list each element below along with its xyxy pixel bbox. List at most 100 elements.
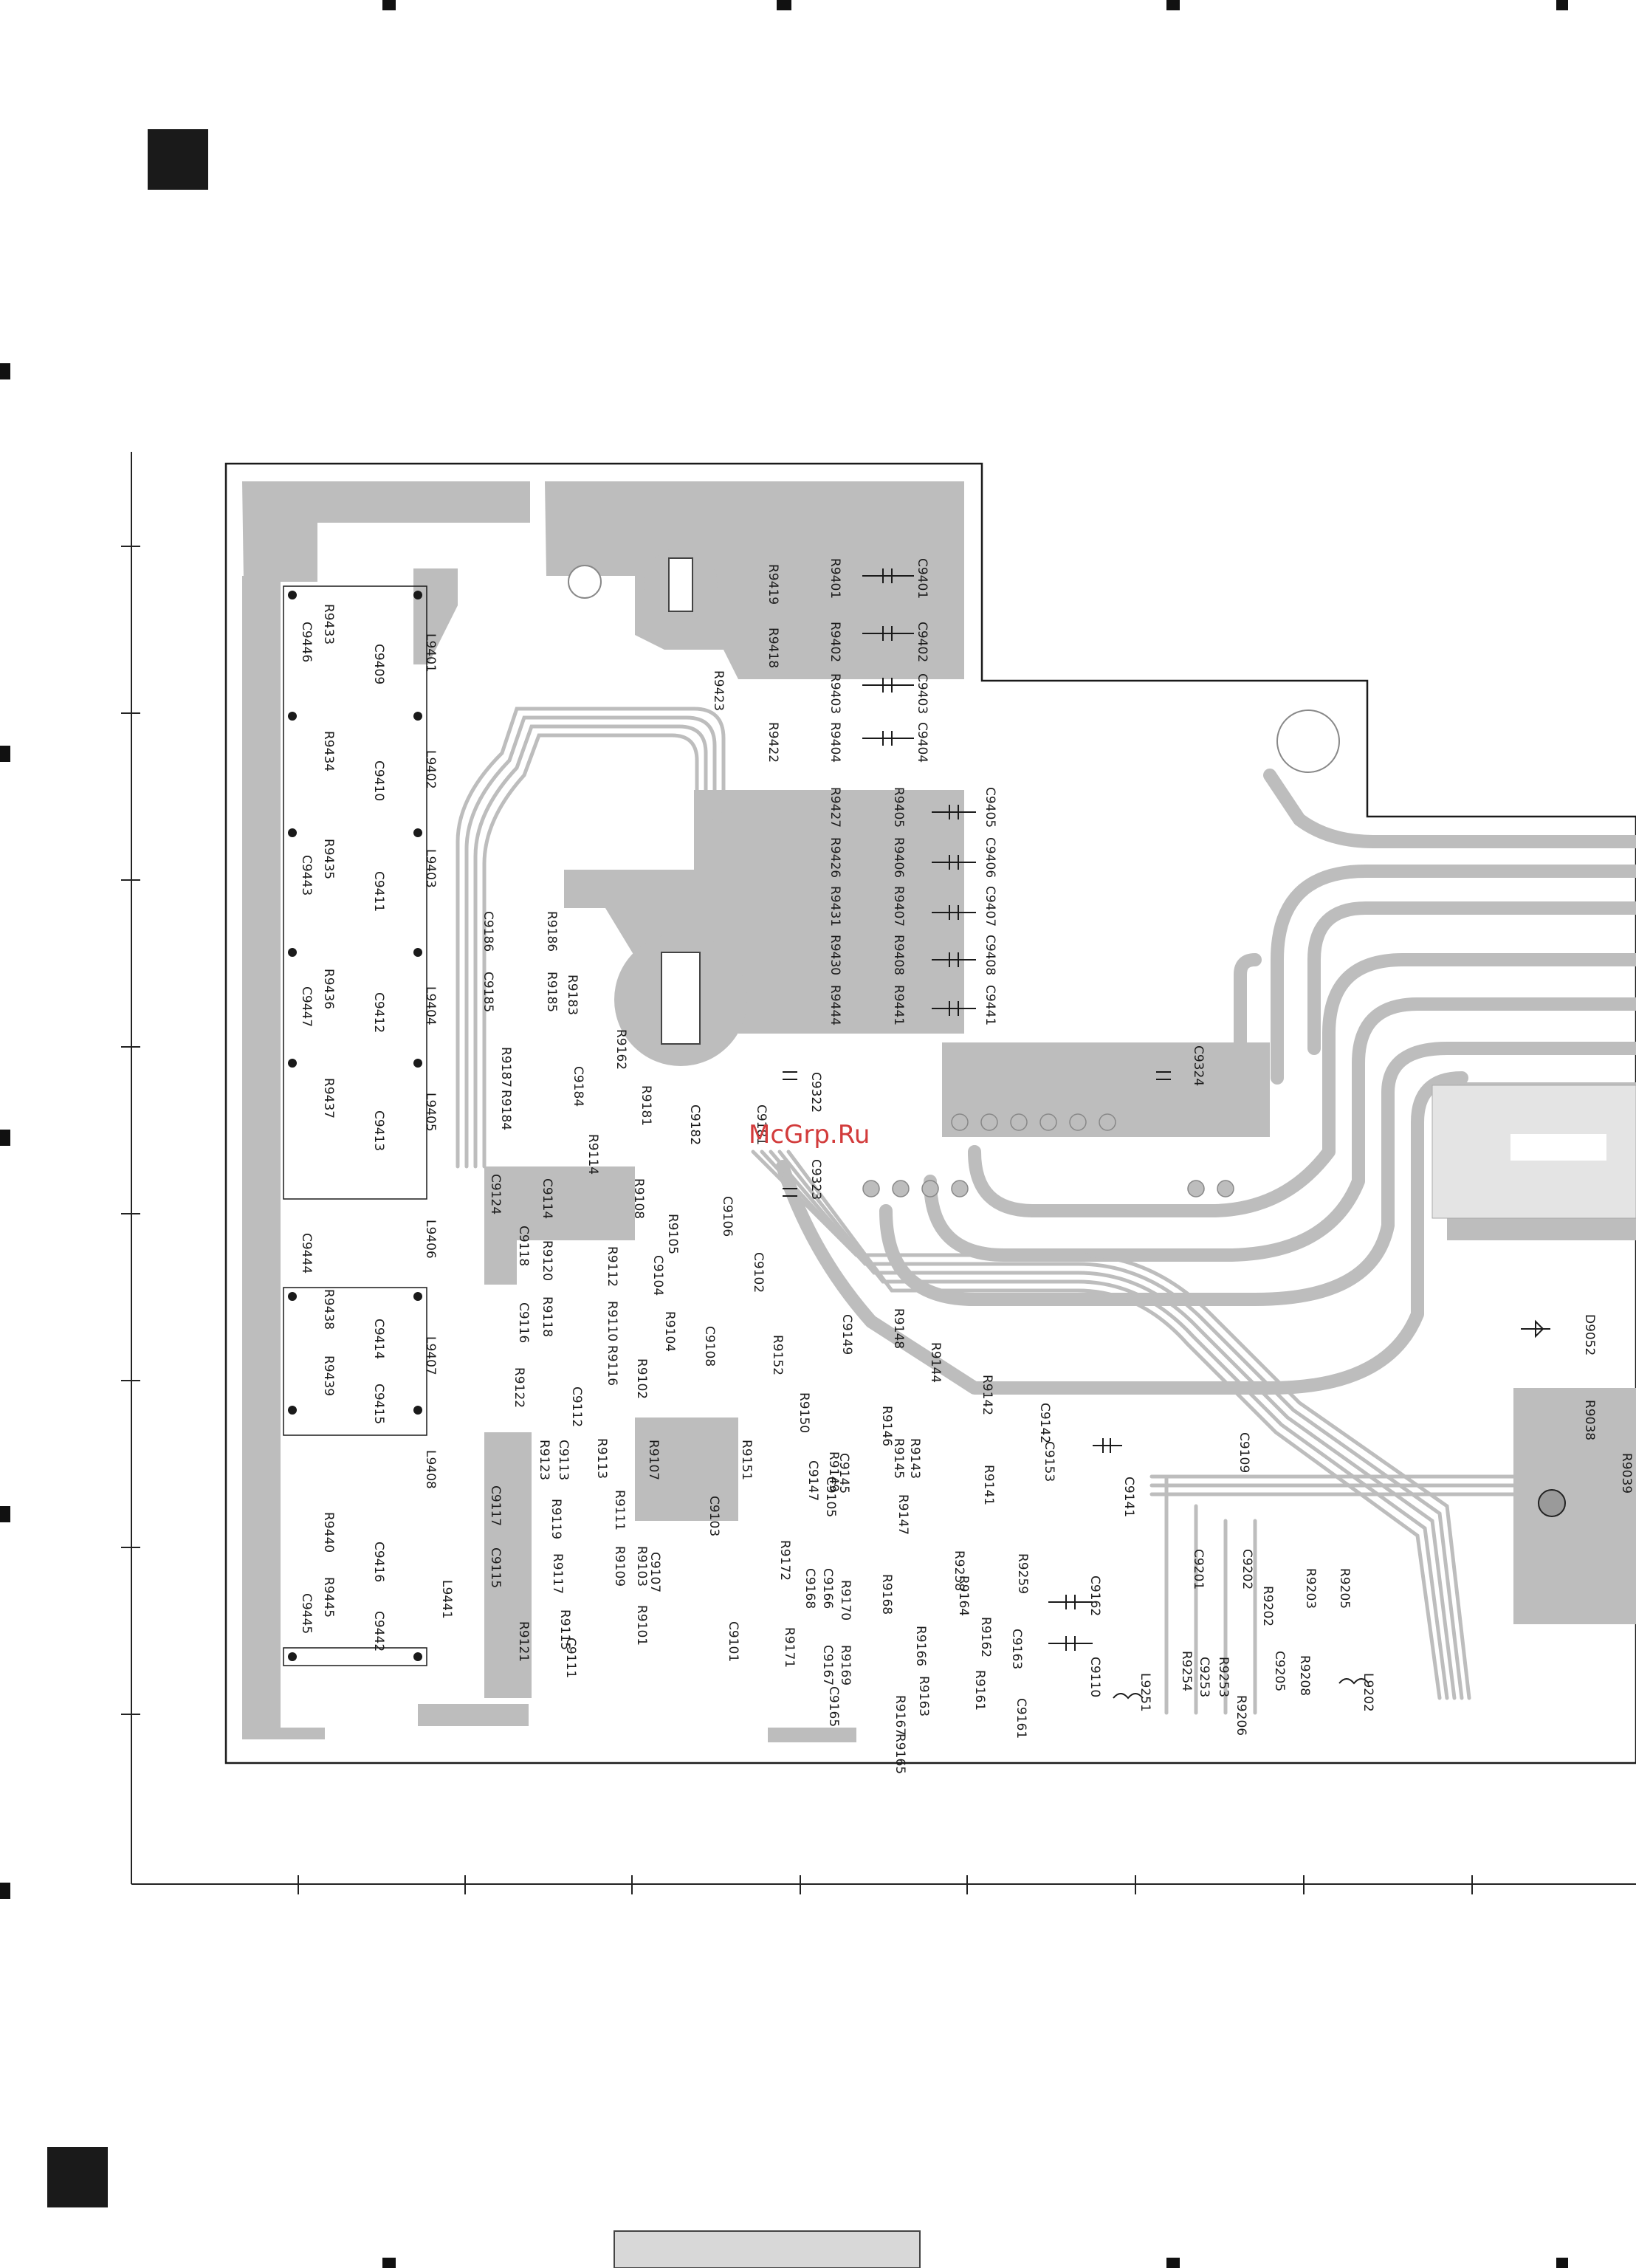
- svg-text:R9434: R9434: [321, 731, 336, 772]
- svg-text:R9149: R9149: [826, 1451, 841, 1492]
- svg-text:C9253: C9253: [1197, 1657, 1211, 1697]
- labels-left-caps: C9446 C9443 C9447 C9444 C9445 C9409 C941…: [299, 622, 386, 1652]
- svg-text:R9123: R9123: [537, 1440, 551, 1480]
- svg-text:C9185: C9185: [481, 972, 495, 1012]
- svg-text:R9441: R9441: [891, 985, 906, 1025]
- svg-text:C9403: C9403: [915, 673, 929, 714]
- svg-text:L9441: L9441: [439, 1580, 454, 1619]
- svg-text:C9323: C9323: [808, 1159, 823, 1200]
- svg-text:R9103: R9103: [634, 1546, 649, 1587]
- svg-text:C9105: C9105: [823, 1477, 838, 1517]
- svg-text:C9408: C9408: [983, 935, 997, 975]
- svg-text:L9251: L9251: [1138, 1673, 1152, 1712]
- svg-text:C9168: C9168: [802, 1568, 817, 1609]
- svg-text:C9166: C9166: [820, 1568, 835, 1609]
- svg-text:R9102: R9102: [634, 1358, 649, 1399]
- svg-text:C9114: C9114: [540, 1178, 554, 1219]
- svg-text:R9408: R9408: [891, 935, 906, 975]
- svg-text:R9146: R9146: [879, 1406, 894, 1446]
- svg-text:R9205: R9205: [1337, 1568, 1352, 1609]
- svg-text:R9145: R9145: [891, 1438, 906, 1479]
- traces: [776, 769, 1636, 1395]
- svg-text:R9435: R9435: [321, 839, 336, 879]
- svg-text:C9153: C9153: [1042, 1441, 1056, 1482]
- svg-text:C9181: C9181: [754, 1104, 769, 1145]
- svg-text:R9402: R9402: [828, 622, 842, 662]
- svg-text:C9161: C9161: [1014, 1698, 1028, 1739]
- svg-text:C9115: C9115: [488, 1547, 503, 1588]
- svg-text:R9253: R9253: [1216, 1657, 1231, 1697]
- svg-text:C9101: C9101: [726, 1621, 740, 1662]
- svg-text:C9441: C9441: [983, 985, 997, 1025]
- svg-text:R9422: R9422: [766, 722, 780, 763]
- svg-text:R9438: R9438: [321, 1289, 336, 1330]
- svg-text:C9201: C9201: [1191, 1549, 1206, 1590]
- svg-text:C9414: C9414: [371, 1319, 386, 1359]
- svg-text:R9141: R9141: [981, 1465, 996, 1505]
- component-symbols: [783, 568, 1550, 1700]
- svg-text:R9151: R9151: [739, 1440, 754, 1480]
- svg-text:R9122: R9122: [512, 1367, 526, 1408]
- svg-text:R9169: R9169: [838, 1645, 853, 1685]
- svg-text:C9442: C9442: [371, 1611, 386, 1652]
- svg-text:R9254: R9254: [1179, 1651, 1194, 1691]
- svg-text:R9166: R9166: [913, 1626, 928, 1666]
- svg-text:R9144: R9144: [928, 1342, 943, 1383]
- svg-text:R9172: R9172: [777, 1540, 792, 1581]
- svg-text:C9163: C9163: [1009, 1629, 1024, 1669]
- svg-text:R9430: R9430: [828, 935, 842, 975]
- svg-text:R9109: R9109: [612, 1546, 627, 1587]
- svg-text:R9104: R9104: [662, 1311, 677, 1352]
- svg-text:R9184: R9184: [498, 1090, 513, 1130]
- svg-text:R9164: R9164: [956, 1575, 971, 1616]
- svg-text:L9404: L9404: [423, 986, 438, 1025]
- svg-text:C9141: C9141: [1121, 1477, 1136, 1517]
- svg-text:L9407: L9407: [423, 1336, 438, 1375]
- svg-text:C9322: C9322: [808, 1072, 823, 1113]
- svg-text:C9182: C9182: [687, 1104, 702, 1145]
- svg-text:C9409: C9409: [371, 644, 386, 684]
- svg-text:L9202: L9202: [1361, 1673, 1375, 1712]
- svg-text:R9121: R9121: [516, 1621, 531, 1662]
- svg-text:R9203: R9203: [1303, 1568, 1318, 1609]
- labels-center-upper: R9186 R9185 R9187 R9184 R9183 C9186 C918…: [481, 911, 1206, 1200]
- labels-top-connector: C9401 C9402 C9403 C9404 R9401 R9402 R940…: [711, 558, 929, 763]
- svg-text:R9427: R9427: [828, 787, 842, 828]
- svg-text:R9162: R9162: [614, 1029, 628, 1070]
- svg-text:C9142: C9142: [1037, 1403, 1052, 1443]
- svg-text:R9112: R9112: [605, 1246, 619, 1287]
- svg-text:C9104: C9104: [650, 1255, 665, 1296]
- svg-text:C9444: C9444: [299, 1233, 314, 1274]
- svg-text:R9161: R9161: [972, 1670, 987, 1711]
- svg-text:R9165: R9165: [893, 1733, 907, 1774]
- labels-left-filters: L9401 L9402 L9403 L9404 L9405 L9406 L940…: [423, 633, 454, 1619]
- svg-text:R9168: R9168: [879, 1574, 894, 1615]
- svg-text:C9406: C9406: [983, 837, 997, 878]
- svg-text:R9403: R9403: [828, 673, 842, 714]
- svg-text:R9440: R9440: [321, 1512, 336, 1553]
- hatched-components: [568, 548, 1636, 1517]
- svg-text:R9431: R9431: [828, 886, 842, 927]
- svg-text:R9171: R9171: [782, 1627, 797, 1668]
- svg-text:C9112: C9112: [569, 1386, 584, 1427]
- svg-text:C9405: C9405: [983, 787, 997, 828]
- svg-text:C9407: C9407: [983, 886, 997, 927]
- svg-text:L9403: L9403: [423, 849, 438, 888]
- svg-text:C9102: C9102: [751, 1252, 766, 1293]
- svg-text:C9167: C9167: [820, 1645, 835, 1685]
- svg-text:R9444: R9444: [828, 985, 842, 1025]
- labels-center-lower: R9123 C9113 R9113 R9107 C9117 R9119 R911…: [488, 1432, 1251, 1774]
- svg-text:L9405: L9405: [423, 1093, 438, 1132]
- svg-text:R9108: R9108: [631, 1178, 646, 1219]
- svg-text:C9106: C9106: [720, 1196, 735, 1237]
- svg-text:C9165: C9165: [826, 1686, 841, 1727]
- svg-text:R9117: R9117: [550, 1553, 565, 1594]
- svg-text:R9143: R9143: [907, 1438, 922, 1479]
- svg-text:C9117: C9117: [488, 1485, 503, 1526]
- svg-text:R9119: R9119: [549, 1499, 563, 1539]
- svg-text:R9426: R9426: [828, 837, 842, 878]
- svg-text:C9412: C9412: [371, 992, 386, 1033]
- svg-text:R9162: R9162: [978, 1617, 993, 1657]
- svg-text:R9110: R9110: [605, 1301, 619, 1341]
- labels-center-mid: C9124 C9114 R9120 R9108 R9105 C9106 R911…: [488, 1134, 1052, 1446]
